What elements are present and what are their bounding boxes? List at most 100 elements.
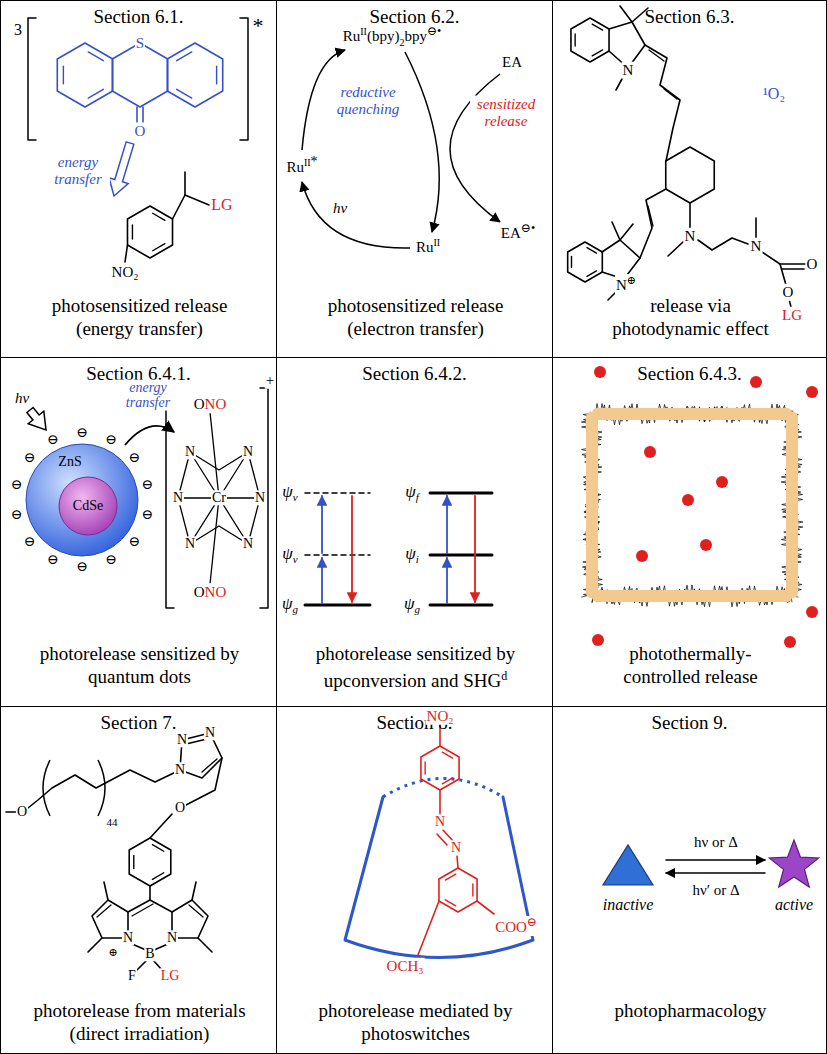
scaffold-bar	[592, 408, 792, 420]
section-cell: Section 9.photopharmacology	[552, 706, 827, 1054]
bond-line	[445, 874, 455, 880]
bond-line	[28, 18, 36, 140]
diagram-label: II	[304, 157, 311, 168]
diagram-label: ⊕	[627, 274, 636, 286]
bond-line	[132, 904, 153, 916]
bond-line	[136, 107, 138, 122]
bond-line	[439, 790, 441, 814]
bond-line	[424, 762, 425, 774]
cargo-dot	[636, 550, 648, 562]
diagram-label: g	[415, 603, 421, 615]
label-group: RuII*	[285, 154, 318, 176]
label-group: COO⊖	[494, 916, 538, 936]
cargo-dot	[682, 494, 694, 506]
caption-box: photorelease from materials (direct irra…	[22, 999, 257, 1045]
diagram-label: F	[127, 968, 137, 983]
diagram-label: ψ	[282, 544, 293, 563]
diagram-label: N	[122, 930, 134, 945]
caption-box: photosensitized release (energy transfer…	[30, 294, 250, 340]
ring	[571, 18, 609, 62]
bond-line	[185, 195, 209, 205]
caption-box: photorelease mediated by photoswitches	[303, 999, 528, 1045]
diagram-label: O	[806, 256, 819, 273]
label-group: EA⊖•	[500, 222, 536, 242]
diagram-label: N	[684, 228, 697, 245]
cargo-dot	[592, 634, 604, 646]
section-heading: Section 8.	[277, 712, 552, 734]
diagram-label: Ru	[416, 239, 434, 255]
diagram-label: ⊖	[10, 507, 24, 522]
diagram-label: *	[311, 154, 318, 169]
bond-line	[620, 224, 633, 240]
ring	[127, 206, 172, 258]
bond-line	[592, 404, 792, 425]
diagram-label: COO	[495, 919, 527, 935]
bond-line	[6, 811, 16, 813]
ring	[568, 242, 603, 282]
diagram-label: hν	[332, 200, 348, 217]
bond-line	[125, 245, 128, 262]
label-group: ONO	[193, 583, 228, 601]
diagram-label: ψ	[404, 594, 415, 613]
diagram-label: ¹O₂	[762, 85, 786, 103]
bond-line	[210, 412, 219, 498]
bond-line	[457, 856, 458, 868]
bond-line	[430, 554, 492, 557]
caption-box: photopharmacology	[571, 999, 811, 1022]
diagram-label: ⊖	[104, 553, 118, 568]
diagram-label: NO	[205, 396, 227, 412]
bond-line	[668, 242, 683, 256]
bond-line	[305, 492, 370, 494]
bond-line	[202, 759, 217, 772]
bond-line	[666, 859, 765, 861]
diagram-label: N	[242, 536, 254, 551]
diagram-label: hν or Δ	[693, 834, 739, 851]
bond-line	[689, 203, 691, 228]
bracket	[43, 760, 50, 816]
label-group: ψg	[281, 595, 299, 615]
bond-line	[104, 882, 108, 900]
diagram-label: O	[134, 123, 147, 140]
section-cell: Section 7.photorelease from materials (d…	[0, 706, 277, 1054]
bond-line	[582, 412, 603, 597]
bond-line	[321, 496, 323, 553]
cargo-dot	[716, 476, 728, 488]
diagram-label: N	[450, 840, 462, 855]
bond-line	[442, 752, 452, 758]
diagram-label: 2	[399, 36, 404, 47]
bond-line	[755, 218, 757, 238]
diagram-label: i	[416, 553, 419, 565]
active-star	[769, 840, 818, 887]
diagram-label: ψ	[405, 482, 416, 501]
bond-line	[153, 213, 165, 220]
diagram-label: NO₂	[111, 264, 140, 281]
bond-line	[592, 585, 792, 607]
bond-line	[198, 938, 212, 952]
bond-line	[418, 901, 439, 955]
bond-line	[472, 884, 473, 896]
bond-line	[574, 34, 575, 46]
bond-line	[189, 905, 203, 917]
diagram-label: *	[252, 14, 265, 38]
diagram-label: N	[184, 536, 196, 551]
diagram-label: N	[174, 762, 186, 777]
ring	[167, 43, 222, 107]
diagram-label: d	[501, 669, 507, 683]
bond-line	[88, 89, 103, 98]
bond-line	[581, 412, 602, 597]
diagram-label: NO	[205, 584, 227, 600]
diagram-label: ⊕	[107, 946, 118, 958]
section-caption: photorelease sensitized by upconversion …	[316, 643, 515, 691]
scaffold-bar	[786, 412, 798, 598]
bond-line	[474, 496, 476, 602]
bond-line	[430, 604, 492, 607]
diagram-label: N	[616, 277, 627, 293]
bond-line	[152, 873, 163, 880]
label-group: ONO	[193, 395, 228, 413]
section-cell: Section 6.3.release via photodynamic eff…	[552, 0, 827, 358]
bond-line	[190, 452, 248, 470]
diagram-label: N	[172, 490, 184, 505]
diagram-label: O	[174, 800, 186, 815]
bond-line	[88, 938, 102, 952]
bond-line	[446, 496, 448, 553]
